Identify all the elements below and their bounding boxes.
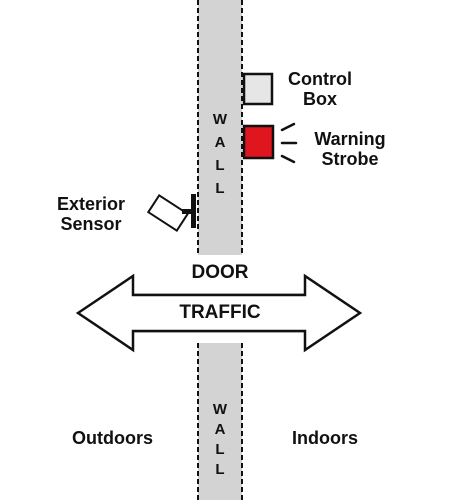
exterior-sensor-label-line1: Exterior (56, 194, 126, 214)
wall-upper-letter: A (214, 134, 226, 151)
wall-lower-letter: W (212, 401, 228, 418)
control-box-icon (242, 72, 274, 106)
wall-lower (198, 343, 242, 500)
outdoors-label: Outdoors (72, 428, 153, 448)
wall-upper-letter: W (212, 111, 228, 128)
warning-strobe-label-line1: Warning (314, 129, 386, 149)
wall-lower-letter: L (215, 461, 225, 478)
traffic-arrow-icon (75, 273, 363, 353)
wall-lower-letter: A (214, 421, 226, 438)
indoors-label: Indoors (292, 428, 358, 448)
exterior-sensor-icon (146, 193, 196, 233)
warning-strobe-label: Warning Strobe (304, 129, 396, 169)
control-box-label-line2: Box (302, 89, 337, 109)
warning-strobe-label-line2: Strobe (321, 149, 379, 169)
control-box-label-line1: Control (288, 69, 352, 89)
wall-upper-letter: L (215, 180, 225, 197)
control-box-label: Control Box (282, 69, 358, 109)
wall-upper (198, 0, 242, 255)
wall-lower-letter: L (215, 441, 225, 458)
exterior-sensor-label-line2: Sensor (60, 214, 122, 234)
exterior-sensor-label: Exterior Sensor (50, 194, 132, 234)
strobe-rays-icon (280, 122, 298, 164)
traffic-label: TRAFFIC (179, 302, 261, 323)
warning-strobe-icon (242, 124, 275, 160)
door-label: DOOR (191, 262, 249, 283)
wall-upper-letter: L (215, 157, 225, 174)
